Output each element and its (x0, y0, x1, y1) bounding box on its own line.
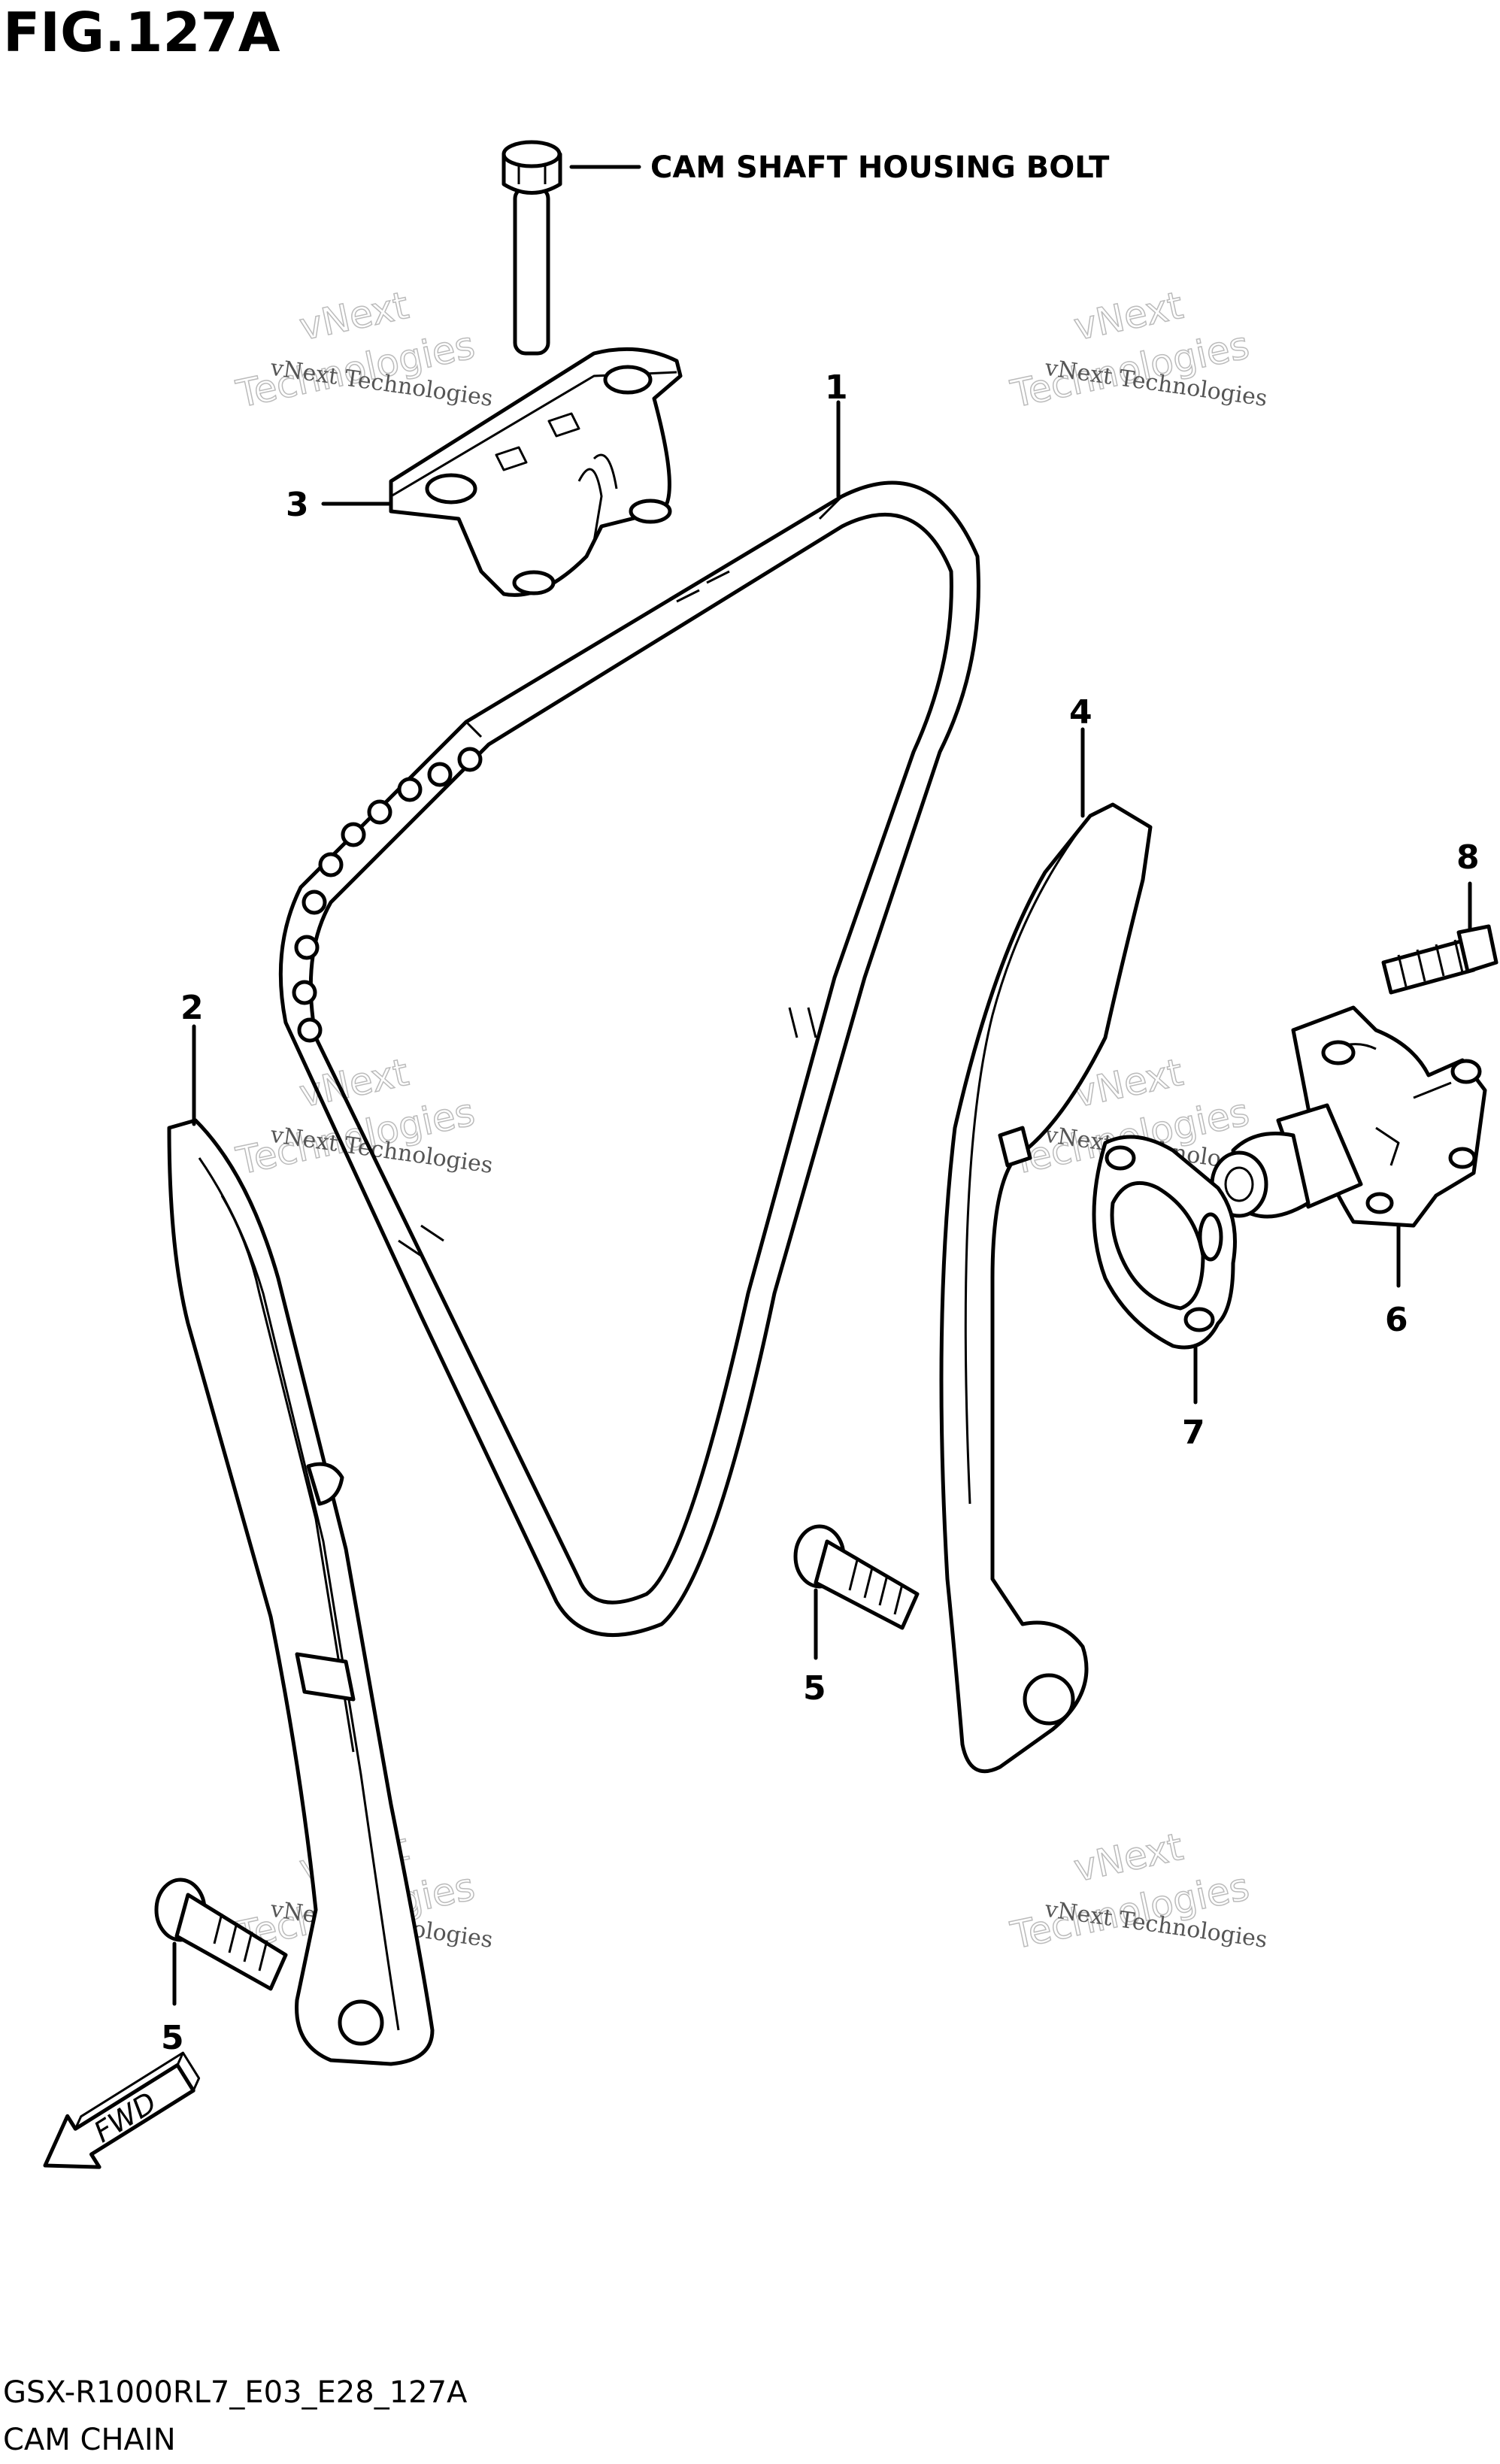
watermark-bottom-right: vNext Technologies vNext Technologies (1006, 1824, 1268, 1958)
callout-7: 7 (1182, 1414, 1205, 1452)
part-2-cam-chain-tensioner-guide (167, 1118, 435, 2066)
fwd-arrow-icon: FWD (43, 2051, 201, 2169)
callout-3: 3 (286, 486, 309, 524)
part-3-cam-chain-guide-upper (389, 347, 683, 597)
part-7-tensioner-gasket (1092, 1135, 1237, 1350)
callout-5-left: 5 (161, 2019, 184, 2057)
part-5-guide-bolt-right (793, 1524, 920, 1630)
callout-4: 4 (1069, 693, 1092, 732)
part-6-cam-chain-tensioner (1210, 1005, 1487, 1228)
watermark-top-left: vNext Technologies vNext Technologies (232, 283, 494, 417)
watermark-top-right: vNext Technologies vNext Technologies (1006, 283, 1268, 417)
chain-links (292, 747, 483, 1043)
cam-shaft-housing-bolt-label: CAM SHAFT HOUSING BOLT (650, 150, 1110, 185)
part-1-cam-chain (278, 480, 980, 1638)
diagram-code: GSX-R1000RL7_E03_E28_127A (3, 2375, 468, 2410)
part-5-guide-bolt-left (154, 1878, 288, 1991)
part-4-chain-guide-rear (939, 802, 1153, 1774)
callout-8: 8 (1456, 838, 1480, 877)
callout-2: 2 (180, 989, 204, 1027)
callout-6: 6 (1385, 1301, 1408, 1339)
callout-1: 1 (825, 368, 848, 407)
diagram-name: CAM CHAIN (3, 2423, 176, 2457)
callout-5-right: 5 (803, 1669, 826, 1708)
figure-title: FIG.127A (3, 1, 280, 64)
part-8-tensioner-bolt (1381, 924, 1498, 995)
cam-shaft-housing-bolt (502, 140, 562, 356)
